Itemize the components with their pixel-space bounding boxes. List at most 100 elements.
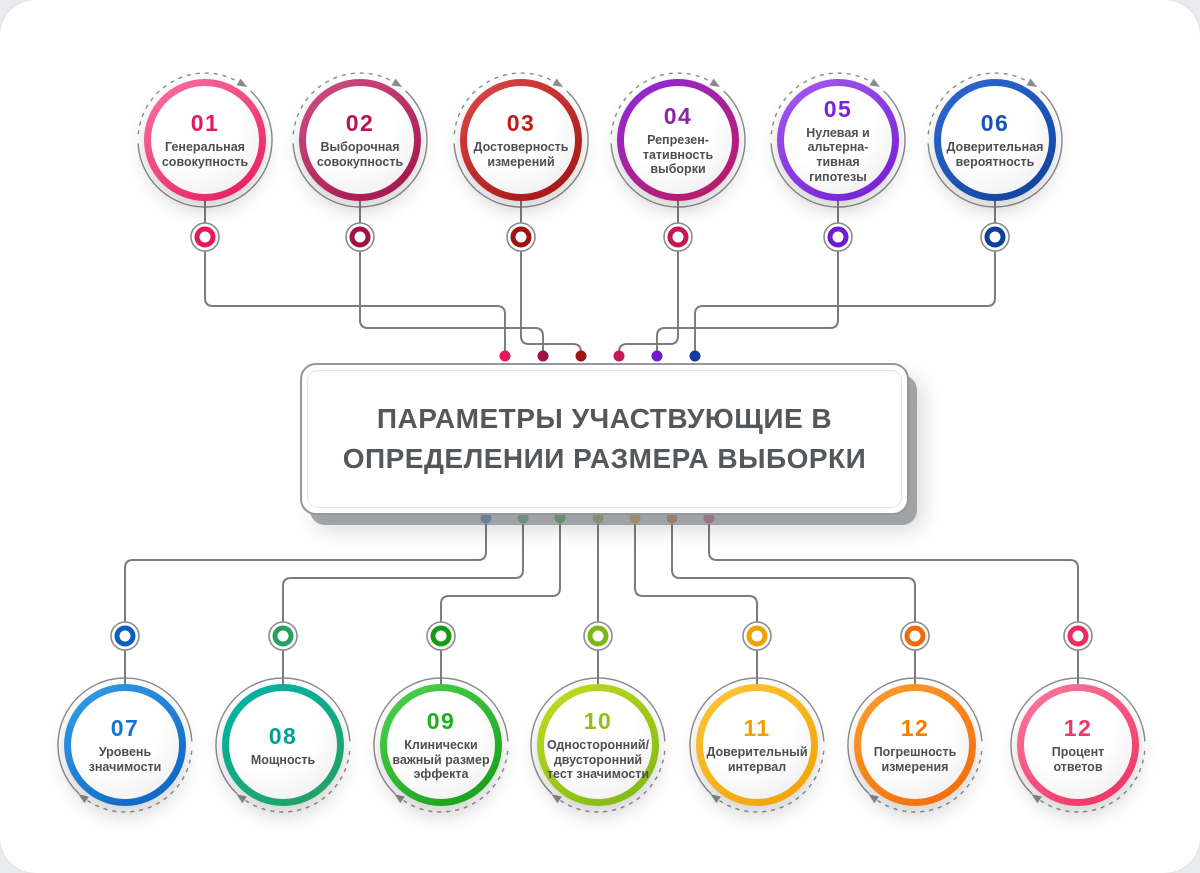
node-cycle-arrow-icon [689,677,825,813]
node-cycle-arrow-icon [453,72,589,208]
connector-dot [651,350,663,362]
connector-line [634,519,758,623]
arrowhead-icon [1026,78,1038,87]
connector-dot [537,350,549,362]
node-cycle-arrow-icon [215,677,351,813]
connector-line [124,519,487,623]
connector-ring [904,625,926,647]
title-line-2: ОПРЕДЕЛЕНИИ РАЗМЕРА ВЫБОРКИ [342,443,867,474]
connector-dot [703,512,715,524]
connector-dot [517,512,529,524]
node-number: 03 [506,110,536,137]
connector-ring [272,625,294,647]
connector-line [359,250,544,353]
node-cycle-arrow-icon [137,72,273,208]
node-cycle-arrow-icon [847,677,983,813]
connector-line [282,519,524,623]
node-label: Уровень значимости [88,745,162,774]
node-label: Односторонний/ двусторонний тест значимо… [546,737,650,782]
arrowhead-icon [78,794,89,804]
arrowhead-icon [869,78,881,87]
node-cycle-arrow-icon [373,677,509,813]
connector-line [440,519,561,623]
arrowhead-icon [709,78,721,87]
node-label: Доверительная вероятность [946,140,1044,169]
node-cycle-arrow-icon [1010,677,1146,813]
node-cycle-arrow-icon [927,72,1063,208]
connector-ring [984,226,1006,248]
node-number: 11 [743,715,771,742]
connector-ring [667,226,689,248]
arrowhead-icon [710,794,721,804]
node-cycle-arrow-icon [530,677,666,813]
node-label: Доверительный интервал [706,745,808,774]
arrowhead-icon [552,78,564,87]
node-label: Выборочная совокупность [316,140,404,169]
node-number: 01 [190,110,220,137]
node-number: 12 [1063,715,1093,742]
node-number: 07 [110,715,140,742]
connector-line [204,250,506,353]
node-label: Мощность [250,752,316,767]
connector-ring [510,226,532,248]
node-cycle-arrow-icon [292,72,428,208]
node-number: 04 [663,102,693,129]
node-label: Процент ответов [1051,745,1105,774]
connector-ring [430,625,452,647]
connector-dot [480,512,492,524]
connector-ring [746,625,768,647]
node-label: Клинически важный размер эффекта [392,737,490,782]
connector-dot [575,350,587,362]
arrowhead-icon [394,794,405,804]
arrowhead-icon [551,794,562,804]
node-number: 12 [900,715,930,742]
node-cycle-arrow-icon [610,72,746,208]
node-number: 09 [426,707,456,734]
arrowhead-icon [1031,794,1042,804]
connector-line [708,519,1079,623]
connector-line [694,250,996,353]
connector-dot [554,512,566,524]
connector-line [656,250,839,353]
connector-line [671,519,916,623]
node-number: 08 [268,722,298,749]
connector-dot [629,512,641,524]
node-label: Генеральная совокупность [161,140,249,169]
node-cycle-arrow-icon [57,677,193,813]
arrowhead-icon [868,794,879,804]
node-number: 06 [980,110,1010,137]
node-number: 10 [583,707,613,734]
connector-dot [592,512,604,524]
node-number: 02 [345,110,375,137]
connector-line [618,250,679,353]
connector-ring [827,226,849,248]
node-label: Погрешность измерения [873,745,957,774]
node-label: Нулевая и альтерна- тивная гипотезы [806,125,870,184]
connector-dot [613,350,625,362]
connector-ring [194,226,216,248]
arrowhead-icon [391,78,403,87]
node-cycle-arrow-icon [770,72,906,208]
connector-line [520,250,582,353]
title-line-1: ПАРАМЕТРЫ УЧАСТВУЮЩИЕ В [376,403,833,434]
connector-dot [689,350,701,362]
connector-ring [587,625,609,647]
node-number: 05 [823,95,853,122]
title-box: ПАРАМЕТРЫ УЧАСТВУЮЩИЕ В ОПРЕДЕЛЕНИИ РАЗМ… [300,363,909,515]
connector-dot [666,512,678,524]
connector-ring [114,625,136,647]
